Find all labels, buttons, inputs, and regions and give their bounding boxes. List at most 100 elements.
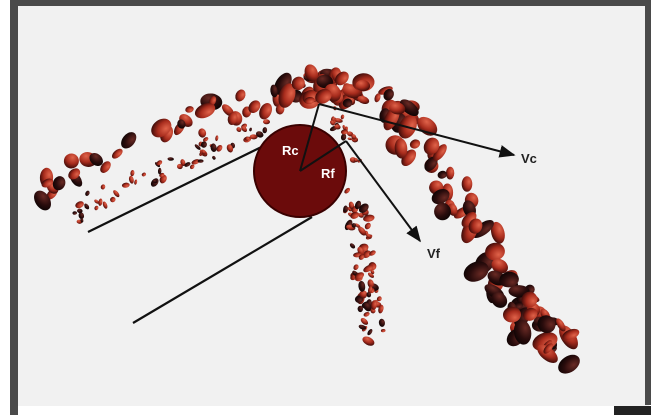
- particle: [34, 190, 51, 211]
- particle: [364, 222, 371, 230]
- particle: [369, 250, 376, 256]
- particle: [334, 124, 341, 130]
- particle: [342, 125, 346, 131]
- particle: [263, 119, 270, 125]
- particle: [52, 176, 66, 191]
- particle: [499, 271, 519, 288]
- particle: [63, 153, 79, 169]
- particle: [41, 178, 54, 188]
- particle: [226, 144, 234, 153]
- frame-top-bar: [10, 0, 651, 6]
- particle: [523, 307, 538, 321]
- particle: [241, 125, 247, 133]
- particle: [376, 296, 382, 302]
- particle: [77, 208, 83, 214]
- particle: [354, 272, 365, 280]
- particle: [177, 119, 186, 129]
- particle: [262, 127, 268, 134]
- particle: [562, 328, 580, 340]
- frame-right-bar: [645, 0, 651, 405]
- particle: [94, 199, 99, 204]
- particle: [85, 190, 90, 196]
- particle: [245, 136, 250, 141]
- particle: [353, 158, 358, 163]
- particle: [278, 83, 296, 108]
- particle: [537, 315, 556, 334]
- particle: [201, 149, 206, 155]
- particle: [370, 269, 375, 275]
- particle: [177, 163, 183, 170]
- particle: [134, 179, 138, 185]
- particle: [358, 203, 369, 213]
- particle: [351, 134, 357, 140]
- particle: [362, 336, 375, 346]
- particle: [380, 328, 386, 333]
- particle: [358, 226, 367, 236]
- particle: [394, 138, 408, 159]
- particle: [354, 223, 361, 228]
- particle: [543, 343, 554, 354]
- particle: [353, 264, 359, 271]
- particle: [227, 112, 238, 126]
- particle: [491, 258, 508, 274]
- particle: [167, 157, 174, 161]
- particle: [485, 242, 505, 261]
- particle: [121, 132, 137, 149]
- particle: [191, 159, 200, 165]
- particle: [291, 76, 305, 91]
- particle: [378, 304, 384, 314]
- particle: [236, 127, 242, 133]
- particle: [358, 254, 365, 260]
- particle: [367, 279, 374, 288]
- fine-radius-label: Rf: [321, 166, 335, 181]
- particle: [75, 201, 84, 209]
- particle: [270, 84, 278, 98]
- particle: [198, 128, 207, 138]
- particle: [363, 214, 375, 222]
- particle: [367, 329, 373, 336]
- particle: [255, 131, 264, 138]
- particle: [423, 137, 440, 155]
- particle: [159, 172, 165, 178]
- particle: [340, 114, 345, 120]
- particle: [409, 139, 421, 149]
- particle: [248, 100, 261, 114]
- radius-line-rf: [299, 140, 347, 172]
- particle: [344, 187, 351, 194]
- particle: [249, 127, 252, 132]
- particle: [367, 272, 375, 278]
- particle: [343, 205, 348, 213]
- particle: [434, 202, 451, 221]
- particle: [366, 292, 372, 298]
- particle: [556, 318, 566, 332]
- particle: [350, 211, 360, 219]
- particle: [351, 223, 357, 228]
- particle: [363, 302, 372, 312]
- particle: [259, 102, 273, 120]
- lower-belt-line: [132, 216, 313, 324]
- particle: [349, 243, 356, 249]
- coarse-velocity-arrow: [318, 103, 516, 158]
- particle: [461, 176, 473, 192]
- radius-line-rc: [299, 103, 320, 172]
- particle: [203, 137, 209, 142]
- particle: [342, 98, 353, 108]
- particle: [121, 182, 130, 188]
- frame-left-bar: [10, 0, 18, 415]
- particle: [363, 311, 370, 317]
- particle: [330, 120, 335, 126]
- particle: [315, 88, 332, 104]
- particle: [358, 324, 367, 330]
- particle-cloud: [34, 64, 580, 374]
- particle: [503, 306, 521, 323]
- coarse-velocity-label: Vc: [521, 151, 537, 166]
- particle: [216, 145, 223, 152]
- upper-belt-line: [87, 132, 291, 233]
- particle: [197, 159, 204, 163]
- particle: [72, 211, 77, 215]
- particle: [513, 319, 532, 345]
- particle: [235, 89, 246, 102]
- particle: [200, 141, 207, 148]
